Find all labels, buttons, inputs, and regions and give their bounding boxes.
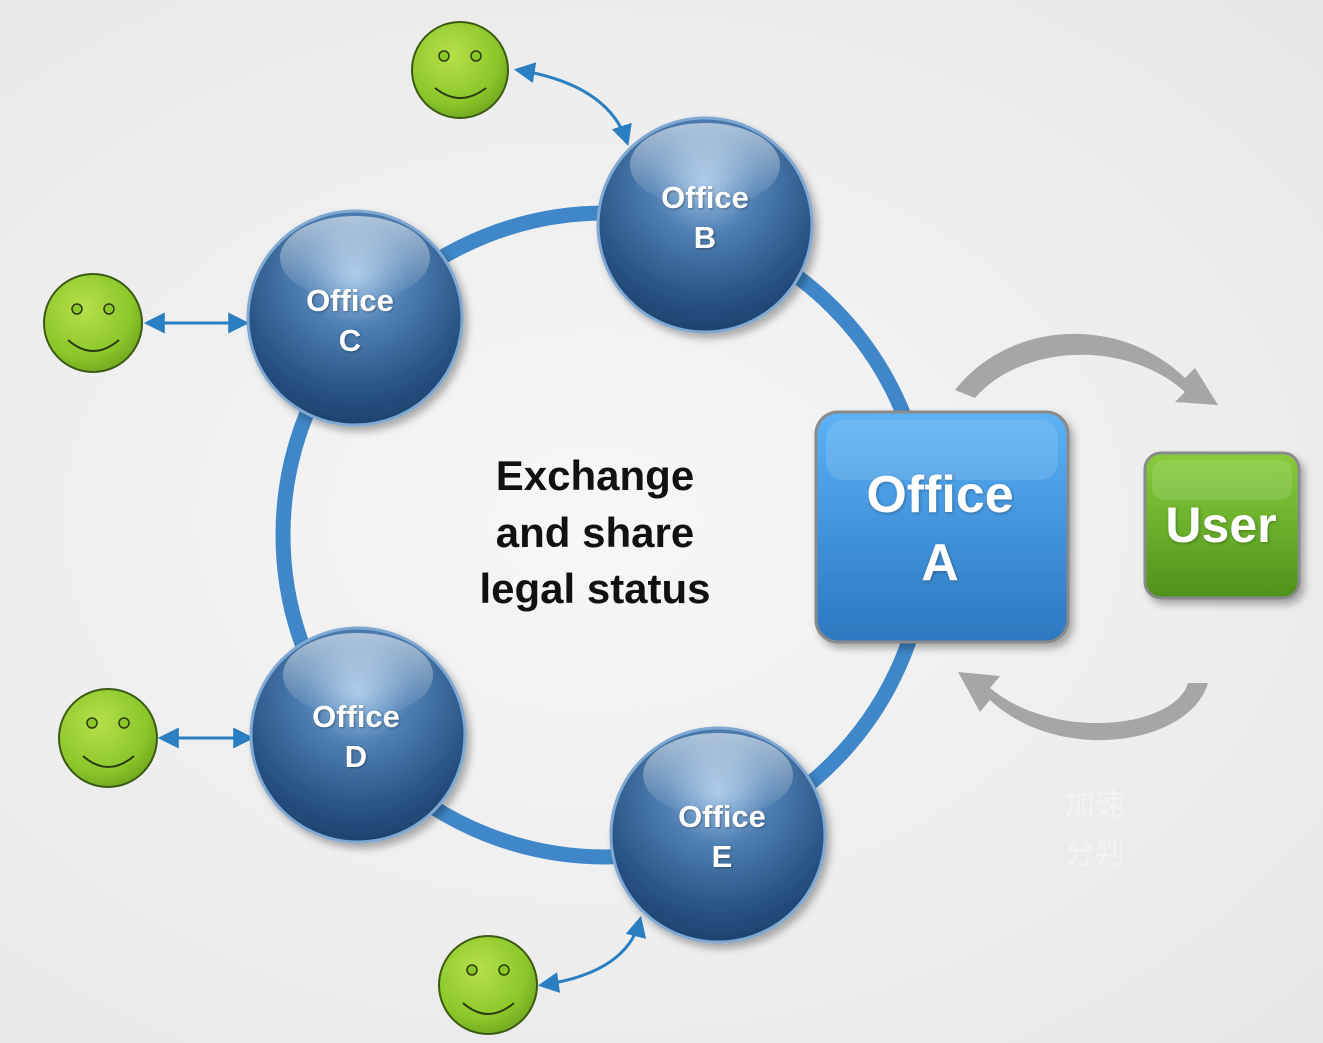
office-d-name: Office <box>312 699 400 734</box>
office-e-name: Office <box>678 799 766 834</box>
office-b-sphere <box>596 116 814 334</box>
center-caption-line-2: and share <box>495 508 695 556</box>
office-a-label: Office A <box>816 462 1064 597</box>
connector-arrow-b <box>513 62 632 146</box>
office-e-label: Office E <box>622 797 822 878</box>
center-caption-line-3: legal status <box>479 565 711 613</box>
office-a-box <box>814 410 1070 644</box>
smiley-face-icon <box>411 21 509 119</box>
office-d-letter: D <box>344 739 368 775</box>
office-a-name: Office <box>866 466 1014 524</box>
office-c-sphere <box>246 209 464 427</box>
office-c-name: Office <box>306 283 394 318</box>
office-e-letter: E <box>711 839 733 875</box>
smiley-face-icon <box>58 688 158 788</box>
office-b-label: Office B <box>605 178 805 259</box>
faint-caption: 加速 分判 <box>1040 782 1150 878</box>
office-b-name: Office <box>661 180 749 215</box>
smiley-face-icon <box>438 935 538 1035</box>
office-a-letter: A <box>921 533 959 592</box>
office-e-sphere <box>609 726 827 944</box>
faint-caption-line-2: 分判 <box>1065 837 1125 870</box>
center-caption-line-1: Exchange <box>495 452 695 499</box>
office-d-sphere <box>249 626 467 844</box>
user-label: User <box>1165 497 1277 553</box>
circular-arrow-icon <box>955 333 1218 741</box>
office-c-letter: C <box>338 323 362 359</box>
office-b-letter: B <box>693 220 717 256</box>
center-caption: Exchange and share legal status <box>420 448 770 618</box>
faint-caption-line-1: 加速 <box>1065 789 1125 822</box>
user-box <box>1143 451 1301 600</box>
office-d-label: Office D <box>256 697 456 778</box>
office-c-label: Office C <box>250 281 450 362</box>
connector-arrow-e <box>537 915 647 993</box>
smiley-face-icon <box>43 273 143 373</box>
